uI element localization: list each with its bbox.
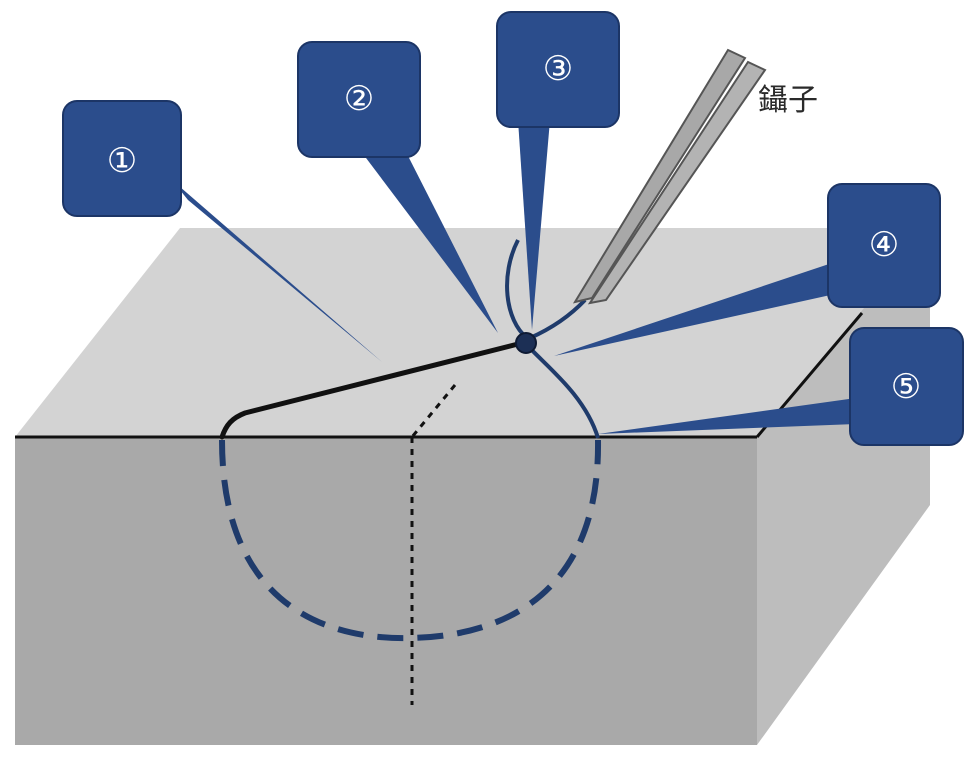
callout-4: ④ bbox=[554, 183, 941, 356]
callout-4-number: ④ bbox=[869, 225, 899, 265]
block-front-face bbox=[15, 437, 757, 745]
suture-strand-loop bbox=[505, 239, 529, 340]
callout-2-box bbox=[297, 41, 421, 158]
callout-3-pointer bbox=[518, 120, 550, 330]
callout-3-number: ③ bbox=[543, 49, 573, 89]
suture-strand-to-forceps bbox=[529, 298, 587, 340]
callout-2-number: ② bbox=[344, 79, 374, 119]
section-dotted-line bbox=[410, 384, 457, 705]
callout-5: ⑤ bbox=[598, 327, 964, 446]
suture-knot bbox=[515, 332, 537, 354]
callout-5-box bbox=[849, 327, 964, 446]
suture-surface-black bbox=[219, 340, 525, 440]
callout-4-box bbox=[827, 183, 941, 308]
callout-2-pointer bbox=[360, 150, 498, 333]
callout-1-pointer bbox=[172, 180, 382, 362]
callout-5-pointer bbox=[598, 398, 856, 434]
suture-buried-dashed bbox=[219, 439, 602, 642]
callout-1: ① bbox=[62, 100, 382, 362]
forceps-label: 鑷子 bbox=[758, 83, 818, 118]
callout-2: ② bbox=[297, 41, 498, 333]
tissue-block bbox=[15, 228, 930, 745]
block-top-face bbox=[15, 228, 930, 437]
forceps-icon bbox=[572, 48, 767, 305]
callout-3-box bbox=[496, 11, 620, 128]
callout-4-pointer bbox=[554, 262, 835, 356]
callout-1-number: ① bbox=[107, 141, 137, 181]
callout-3: ③ bbox=[496, 11, 620, 330]
callout-5-number: ⑤ bbox=[891, 367, 921, 407]
callout-1-box bbox=[62, 100, 182, 217]
suture-strand-to-right bbox=[525, 343, 600, 439]
